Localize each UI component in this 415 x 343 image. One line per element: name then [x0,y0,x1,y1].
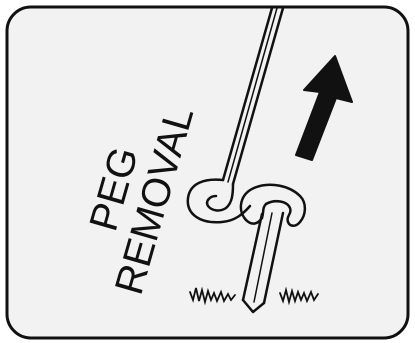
grass-tuft-icon [189,286,319,306]
panel-frame [5,5,410,340]
tent-peg-icon [239,183,307,314]
peg-removal-tool-icon [186,6,285,224]
up-arrow-icon [295,55,353,161]
